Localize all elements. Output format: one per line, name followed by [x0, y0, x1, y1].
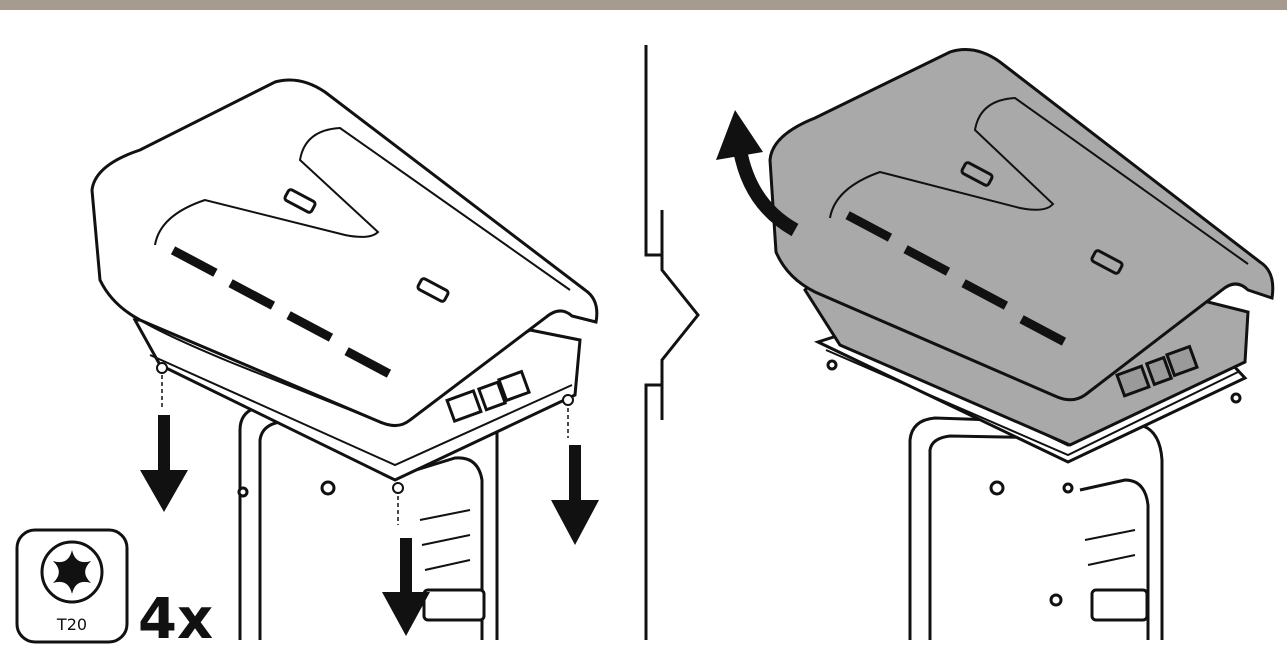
- quantity-label: 4x: [138, 587, 213, 652]
- down-arrows: [140, 375, 599, 636]
- mount-pole: [908, 416, 1164, 640]
- step-arrow-icon: [644, 45, 700, 640]
- top-bar: [0, 0, 1287, 10]
- vent-slots: [845, 211, 1067, 346]
- side-windows: [1115, 344, 1199, 398]
- step-1-panel: T20 4x: [15, 78, 599, 652]
- down-arrow-icon: [140, 375, 188, 512]
- cover-handles: [283, 188, 450, 303]
- cover-handles: [960, 161, 1124, 275]
- step-2-panel: [716, 48, 1275, 640]
- down-arrow-icon: [551, 408, 599, 545]
- housing-lifted: [768, 48, 1275, 447]
- vent-slots: [170, 246, 392, 378]
- housing-cover: [90, 78, 599, 427]
- bit-size-label: T20: [56, 615, 87, 634]
- torx-bit-icon: T20: [15, 528, 129, 644]
- down-arrow-icon: [382, 496, 430, 636]
- curved-lift-arrow-icon: [716, 110, 799, 237]
- screws: [156, 362, 574, 494]
